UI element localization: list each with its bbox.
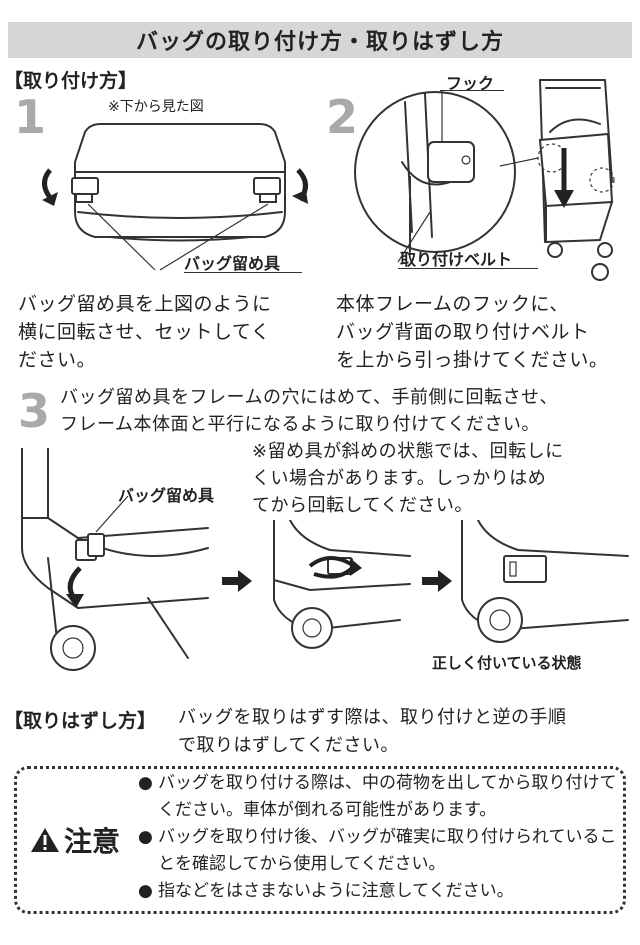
step-1-text: バッグ留め具を上図のように 横に回転させ、セットしてく ださい。 [18,293,272,371]
step-3-text: バッグ留め具をフレームの穴にはめて、手前側に回転させ、 フレーム本体面と平行にな… [60,387,559,435]
rotate-arrow-left-icon [42,168,54,202]
step-1-callout-underline [184,272,302,273]
caution-box [14,766,626,914]
step-3-illustration-3 [461,520,629,643]
caution-item: ●バッグを取り付ける際は、中の荷物を出してから取り付けてください。車体が倒れる可… [138,773,617,820]
step-2-text: 本体フレームのフックに、 バッグ背面の取り付けベルト を上から引っ掛けてください… [336,293,609,371]
caution-title-text: 注意 [64,825,121,858]
step-1-illustration [42,123,308,271]
hook-label: フック [446,74,495,93]
step-3-number: 3 [18,384,51,438]
step-3-illustration-2 [273,520,411,649]
step-2-illustration [354,79,615,281]
step-1-callout: バッグ留め具 [184,254,281,273]
hook-label-underline [440,90,504,91]
detach-text: バッグを取りはずす際は、取り付けと逆の手順 で取りはずしてください。 [178,707,567,756]
belt-label-underline [398,268,538,269]
step-3-note: ※留め具が斜めの状態では、回転しに くい場合があります。しっかりはめ てから回転… [252,441,564,516]
step-1-view-note: ※下から見た図 [108,99,204,115]
step-2-number: 2 [326,90,359,144]
caution-title: 注意 [30,820,120,860]
warning-triangle-icon [31,828,59,852]
correct-state-label: 正しく付いている状態 [432,654,582,672]
detach-heading: 【取りはずし方】 [4,710,157,732]
title-banner: バッグの取り付け方・取りはずし方 [8,22,632,58]
next-arrow-icon [222,570,252,592]
belt-label: 取り付けベルト [400,250,513,269]
step-1-number: 1 [14,90,47,144]
caution-item: ●バッグを取り付け後、バッグが確実に取り付けられていることを確認してから使用して… [138,827,617,874]
attach-heading: 【取り付け方】 [4,70,138,92]
step-3-illustration-1 [21,448,209,671]
page-title: バッグの取り付け方・取りはずし方 [135,30,504,55]
caution-item: ●指などをはさまないように注意してください。 [138,881,514,901]
caution-list: ●バッグを取り付ける際は、中の荷物を出してから取り付けてください。車体が倒れる可… [138,770,626,905]
next-arrow-icon [422,570,452,592]
step-3-callout: バッグ留め具 [118,486,215,505]
